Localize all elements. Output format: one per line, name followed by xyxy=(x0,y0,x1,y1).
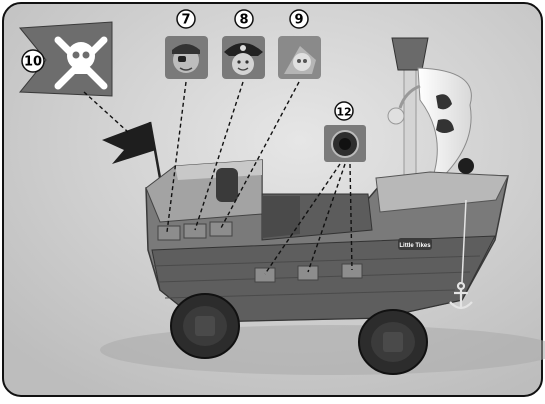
rear-wheel xyxy=(171,294,239,358)
callout-12: 12 xyxy=(335,102,353,120)
callout-9: 9 xyxy=(290,10,308,28)
svg-text:12: 12 xyxy=(336,106,351,119)
svg-text:7: 7 xyxy=(181,13,190,28)
cannon-sticker xyxy=(324,125,366,162)
seat-back xyxy=(216,168,238,202)
crows-nest xyxy=(392,38,428,70)
sticker-pirate-hat xyxy=(222,36,265,79)
callout-10: 10 xyxy=(22,50,44,72)
svg-text:8: 8 xyxy=(239,13,248,28)
callout-10-number: 10 xyxy=(24,55,42,70)
sticker-skull-bones xyxy=(278,36,321,79)
callout-7: 7 xyxy=(177,10,195,28)
front-wheel xyxy=(359,310,427,374)
svg-text:9: 9 xyxy=(294,13,303,28)
callout-8: 8 xyxy=(235,10,253,28)
svg-text:Little Tikes: Little Tikes xyxy=(399,243,431,249)
cannon-icon xyxy=(332,131,358,157)
bow-cannon xyxy=(458,158,474,174)
floor-shadow xyxy=(100,325,545,375)
mast-knob xyxy=(388,108,404,124)
sticker-pirate-eyepatch xyxy=(165,36,208,79)
brand-logo: Little Tikes xyxy=(398,238,432,250)
